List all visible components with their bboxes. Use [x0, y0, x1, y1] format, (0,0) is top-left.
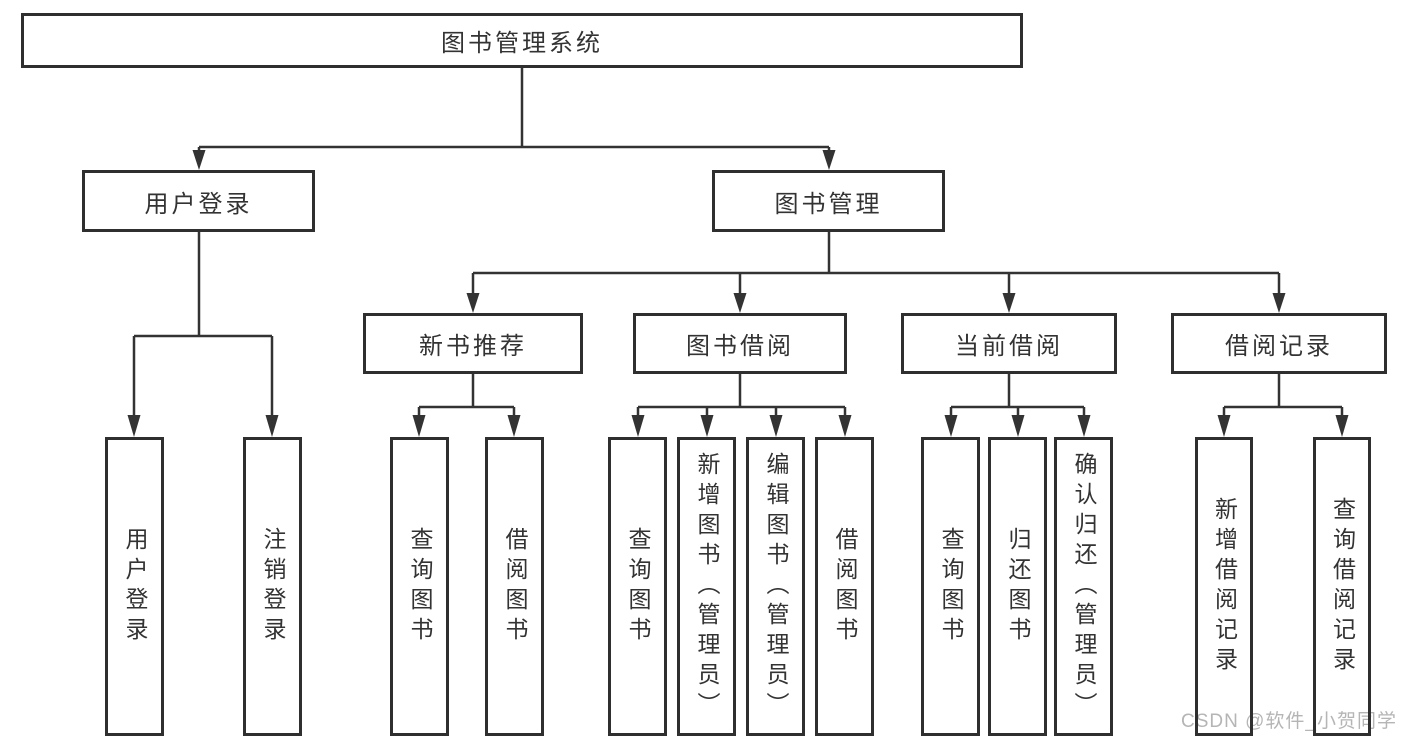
node-label: 当前借阅	[955, 333, 1063, 360]
leaf-current-return-books: 归还图书	[988, 437, 1047, 736]
leaf-records-query-record: 查询借阅记录	[1313, 437, 1371, 736]
node-label: 图书借阅	[686, 333, 794, 360]
node-book-management: 图书管理	[712, 170, 945, 232]
node-user-login: 用户登录	[82, 170, 315, 232]
node-label: 归还图书	[1005, 526, 1031, 647]
node-label: 查询借阅记录	[1329, 496, 1356, 677]
node-label: 查询图书	[625, 526, 651, 647]
node-label: 新书推荐	[419, 333, 527, 360]
node-book-borrowing: 图书借阅	[633, 313, 847, 374]
node-library-management-system: 图书管理系统	[21, 13, 1023, 68]
node-label: 借阅图书	[832, 526, 858, 647]
watermark: CSDN @软件_小贺同学	[1181, 711, 1397, 732]
arrowheads	[127, 150, 1349, 437]
leaf-borrowing-borrow-books: 借阅图书	[815, 437, 874, 736]
leaf-user-login: 用户登录	[105, 437, 164, 736]
node-label: 借阅图书	[502, 526, 528, 647]
node-label: 确认归还（管理员）	[1071, 451, 1097, 722]
leaf-borrowing-add-books-admin: 新增图书（管理员）	[677, 437, 736, 736]
node-label: 编辑图书（管理员）	[763, 451, 789, 722]
node-label: 新增图书（管理员）	[694, 451, 720, 722]
leaf-logout: 注销登录	[243, 437, 302, 736]
node-label: 新增借阅记录	[1211, 496, 1238, 677]
node-label: 借阅记录	[1225, 333, 1333, 360]
leaf-borrowing-edit-books-admin: 编辑图书（管理员）	[746, 437, 805, 736]
node-borrowing-records: 借阅记录	[1171, 313, 1387, 374]
leaf-records-add-record: 新增借阅记录	[1195, 437, 1253, 736]
leaf-current-query-books: 查询图书	[921, 437, 980, 736]
node-label: 图书管理	[774, 190, 883, 218]
node-new-book-recommend: 新书推荐	[363, 313, 583, 374]
node-label: 查询图书	[938, 526, 964, 647]
node-label: 查询图书	[407, 526, 433, 647]
leaf-borrowing-query-books: 查询图书	[608, 437, 667, 736]
node-current-borrowing: 当前借阅	[901, 313, 1117, 374]
node-label: 图书管理系统	[441, 30, 603, 57]
node-label: 用户登录	[144, 190, 253, 218]
leaf-recommend-query-books: 查询图书	[390, 437, 449, 736]
leaf-current-confirm-return-admin: 确认归还（管理员）	[1054, 437, 1113, 736]
node-label: 注销登录	[260, 526, 286, 647]
node-label: 用户登录	[122, 526, 148, 647]
leaf-recommend-borrow-books: 借阅图书	[485, 437, 544, 736]
